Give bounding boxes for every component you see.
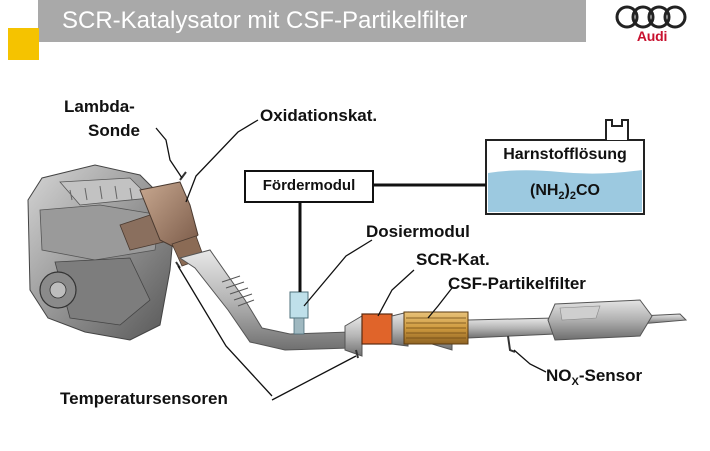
leader-dosiermodul <box>303 239 373 307</box>
audi-rings-icon <box>615 5 687 29</box>
lambda-sensor <box>179 171 187 181</box>
label-scr: SCR-Kat. <box>416 250 490 269</box>
leader-csf <box>427 287 453 319</box>
accent-square <box>8 28 39 60</box>
leader-lambda <box>155 127 183 179</box>
foerdermodul-box: Fördermodul <box>244 170 374 203</box>
leader-temp-1 <box>177 265 273 397</box>
exhaust-pipe <box>178 249 688 357</box>
leader-oxidation <box>185 119 259 203</box>
csf-particle-filter <box>403 311 469 345</box>
leader-nox <box>513 349 547 373</box>
audi-logo-text: Audi <box>636 28 668 44</box>
urea-tank-title: Harnstofflösung <box>503 146 627 163</box>
leader-temp-2 <box>271 355 357 401</box>
engine <box>27 164 176 341</box>
label-oxidation: Oxidationskat. <box>260 106 378 125</box>
muffler <box>547 299 653 341</box>
foerdermodul-label: Fördermodul <box>262 177 356 194</box>
label-lambda-line1: Lambda- <box>64 97 135 116</box>
leader-scr <box>377 269 415 317</box>
title-bar <box>38 0 586 42</box>
temperature-sensor-2 <box>355 349 359 359</box>
urea-tank <box>485 119 645 215</box>
scr-catalyst <box>361 313 393 345</box>
label-nox-sensor: NOX-Sensor <box>546 366 643 388</box>
page-title: SCR-Katalysator mit CSF-Partikelfilter <box>62 7 468 34</box>
urea-formula: (NH2)2CO <box>529 182 600 202</box>
label-lambda-line2: Sonde <box>88 121 140 140</box>
label-dosiermodul: Dosiermodul <box>366 222 470 241</box>
label-temperatursensoren: Temperatursensoren <box>60 389 228 408</box>
nox-sensor <box>507 335 516 353</box>
label-csf: CSF-Partikelfilter <box>448 274 586 293</box>
